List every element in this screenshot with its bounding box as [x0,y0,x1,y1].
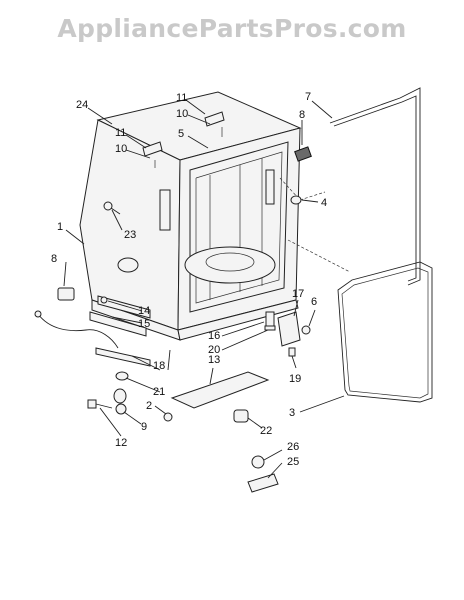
clip-part [294,146,312,162]
bracket-left [142,141,163,168]
callout-3: 3 [289,407,295,419]
grommet-21 [115,371,129,381]
callout-18: 18 [153,360,165,372]
callout-4: 4 [321,197,327,209]
callout-11-left: 11 [115,127,126,139]
callout-12: 12 [115,437,127,449]
callout-1: 1 [57,221,63,233]
plate-13 [170,371,270,409]
clip-22 [233,409,249,423]
callout-11-upper: 11 [176,92,187,104]
callout-10-left: 10 [115,143,127,155]
tub-assembly [79,91,351,341]
callout-13: 13 [208,354,220,366]
bracket-17 [277,311,311,347]
bracket-25 [247,473,279,493]
plug-part [290,195,302,205]
callout-6: 6 [311,296,317,308]
callout-10-upper: 10 [176,108,188,120]
screw-19 [288,347,296,357]
nut-2 [163,412,173,422]
callout-2: 2 [146,400,152,412]
screw-23 [103,201,121,215]
foot-26 [251,455,265,469]
callout-25: 25 [287,456,299,468]
callout-19: 19 [289,373,301,385]
grommet-9 [113,388,127,415]
callout-8-upper: 8 [299,109,305,121]
callout-24: 24 [76,99,88,111]
callout-16: 16 [208,330,220,342]
callout-22: 22 [260,425,272,437]
bolt-12 [87,399,113,409]
callout-15: 15 [138,318,150,330]
callout-20: 20 [208,344,220,356]
callout-26: 26 [287,441,299,453]
callout-8-lower: 8 [51,253,57,265]
callout-14: 14 [138,305,150,317]
callout-labels: 24 11 10 11 10 5 7 8 4 1 8 23 14 15 18 2… [51,91,327,468]
callout-17: 17 [292,288,304,300]
bracket-upper-right [204,111,225,137]
power-cable [37,313,119,349]
clip-part-lower [57,287,75,301]
rail-18 [95,347,151,367]
callout-23: 23 [124,229,136,241]
tub-gasket [337,261,433,403]
watermark: AppliancePartsPros.com [57,14,407,43]
callout-21: 21 [153,386,165,398]
callout-9: 9 [141,421,147,433]
door-gasket [329,87,421,286]
callout-5: 5 [178,128,184,140]
leveling-leg [264,311,276,331]
leader-lines [63,99,345,479]
callout-7: 7 [305,91,311,103]
